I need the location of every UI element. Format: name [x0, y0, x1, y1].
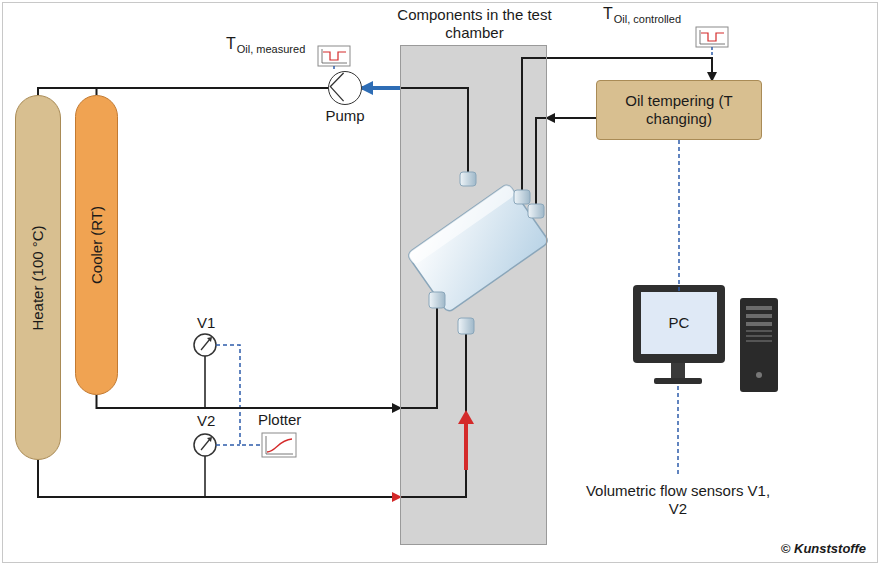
- sensor-name: V1: [197, 314, 215, 332]
- note: Volumetric flow sensors V1, V2: [580, 482, 776, 518]
- pipe-connector: [547, 117, 596, 119]
- signal-line: [677, 386, 679, 477]
- pc-screen: PC: [641, 292, 717, 354]
- node-text: Components in the test chamber: [385, 6, 564, 42]
- signal-connector: [678, 140, 680, 292]
- pump-symbol: Pump: [328, 71, 362, 105]
- cooler-tank: Cooler (RT): [75, 95, 118, 395]
- signal-subscript: Oil, measured: [237, 43, 305, 56]
- chart-icon: [696, 27, 728, 56]
- flow-gauge: [194, 434, 216, 497]
- component: [407, 172, 550, 334]
- signal-subscript: Oil, controlled: [614, 13, 681, 26]
- chart-icon: [318, 46, 350, 71]
- node-text: Oil tempering (T changing): [605, 92, 753, 128]
- frame: [3, 3, 878, 563]
- sensor-name: V2: [197, 412, 215, 430]
- device-name: Plotter: [258, 411, 301, 429]
- plotter-icon: [262, 433, 296, 457]
- computer: [633, 285, 778, 392]
- pipe-connector: [362, 86, 400, 90]
- node-text: Pump: [325, 107, 364, 125]
- signal-name: T: [603, 4, 613, 23]
- flow-gauge: [194, 334, 216, 408]
- copyright: © Kunststoffe: [781, 541, 866, 557]
- pipe-connector: [97, 88, 329, 95]
- inlet-arrow: [458, 410, 474, 470]
- pipe-connector: [97, 395, 401, 408]
- pipe-connector: [38, 88, 328, 95]
- pipe-connector: [38, 460, 400, 497]
- pump-glyph: [329, 72, 361, 104]
- node-text: Cooler (RT): [88, 206, 106, 284]
- heater-tank: Heater (100 °C): [15, 95, 61, 460]
- signal-name: T: [226, 34, 236, 53]
- node-text: Heater (100 °C): [29, 225, 47, 330]
- node-text: PC: [669, 314, 690, 332]
- process-box: Oil tempering (T changing): [596, 80, 762, 140]
- signal-line: [216, 345, 262, 445]
- pipe-connector: [547, 58, 712, 80]
- test-chamber: Components in the test chamber: [400, 45, 547, 545]
